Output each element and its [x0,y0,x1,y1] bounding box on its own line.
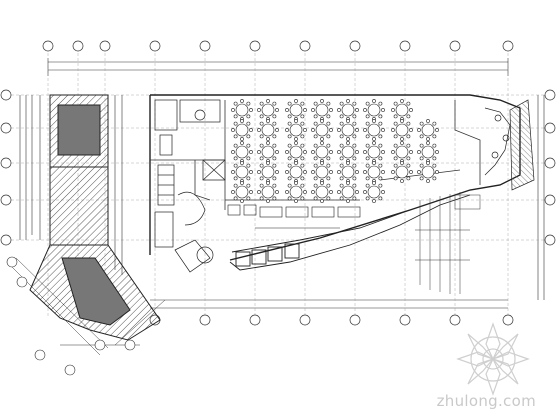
rotated-axis-bubbles [6,256,136,376]
axis-bubble [399,40,411,52]
axis-bubble [72,40,84,52]
bottom-dimension-lines [150,299,508,309]
banquet-tables [231,99,439,203]
round-table [257,119,279,141]
axis-bubble [249,40,261,52]
round-table [231,181,253,203]
round-table [363,181,385,203]
watermark-text: zhulong.com [436,392,536,410]
axis-bubble [0,194,12,206]
round-table [311,119,333,141]
round-table [285,181,307,203]
booth-seating-row [227,204,361,229]
axis-bubble [299,40,311,52]
round-table [391,119,413,141]
round-table [285,99,307,121]
axis-bubble [544,234,556,246]
round-table [417,141,439,163]
round-table [231,119,253,141]
axis-bubble [544,122,556,134]
round-table [337,119,359,141]
axis-bubble [544,194,556,206]
round-table [257,99,279,121]
round-table [311,161,333,183]
round-table [285,119,307,141]
right-dimension-lines [537,95,545,300]
axis-bubble [99,40,111,52]
round-table [363,161,385,183]
axis-bubble [199,40,211,52]
round-table [311,99,333,121]
round-table [417,161,439,183]
round-table [363,141,385,163]
round-table [257,141,279,163]
round-table [311,181,333,203]
axis-bubble [149,40,161,52]
axis-bubble [0,122,12,134]
round-table [231,141,253,163]
axis-bubble [299,314,311,326]
top-dimension-lines [47,58,509,76]
round-table [285,161,307,183]
round-table [337,181,359,203]
round-table [311,141,333,163]
axis-bubble [502,40,514,52]
axis-bubble [449,40,461,52]
axis-bubble [544,157,556,169]
axis-bubble [349,40,361,52]
round-table [363,119,385,141]
round-table [391,141,413,163]
right-stair [415,192,481,294]
round-table [231,99,253,121]
zhulong-flower-logo-icon [456,322,530,396]
axis-bubble [0,89,12,101]
axis-bubble [449,314,461,326]
round-table [231,161,253,183]
top-axis-bubbles [42,40,514,52]
round-table [337,99,359,121]
axis-bubble [399,314,411,326]
round-table [417,119,439,141]
left-dimension-lines [19,95,27,240]
round-table [337,161,359,183]
left-corridor-lines [31,95,123,275]
left-hatched-core [29,94,161,341]
service-corridor [229,194,471,271]
axis-bubble [349,314,361,326]
right-axis-bubbles [544,89,556,246]
round-table [257,181,279,203]
central-lobby [154,99,221,273]
axis-bubble [0,157,12,169]
axis-bubble [42,40,54,52]
round-table [285,141,307,163]
right-lounge-area [484,99,535,191]
axis-bubble [502,314,514,326]
axis-bubble [0,234,12,246]
axis-bubble [199,314,211,326]
round-table [337,141,359,163]
round-table [363,99,385,121]
round-table [257,161,279,183]
left-axis-bubbles [0,89,12,246]
round-table [391,99,413,121]
round-table [391,161,413,183]
axis-bubble [249,314,261,326]
axis-bubble [544,89,556,101]
